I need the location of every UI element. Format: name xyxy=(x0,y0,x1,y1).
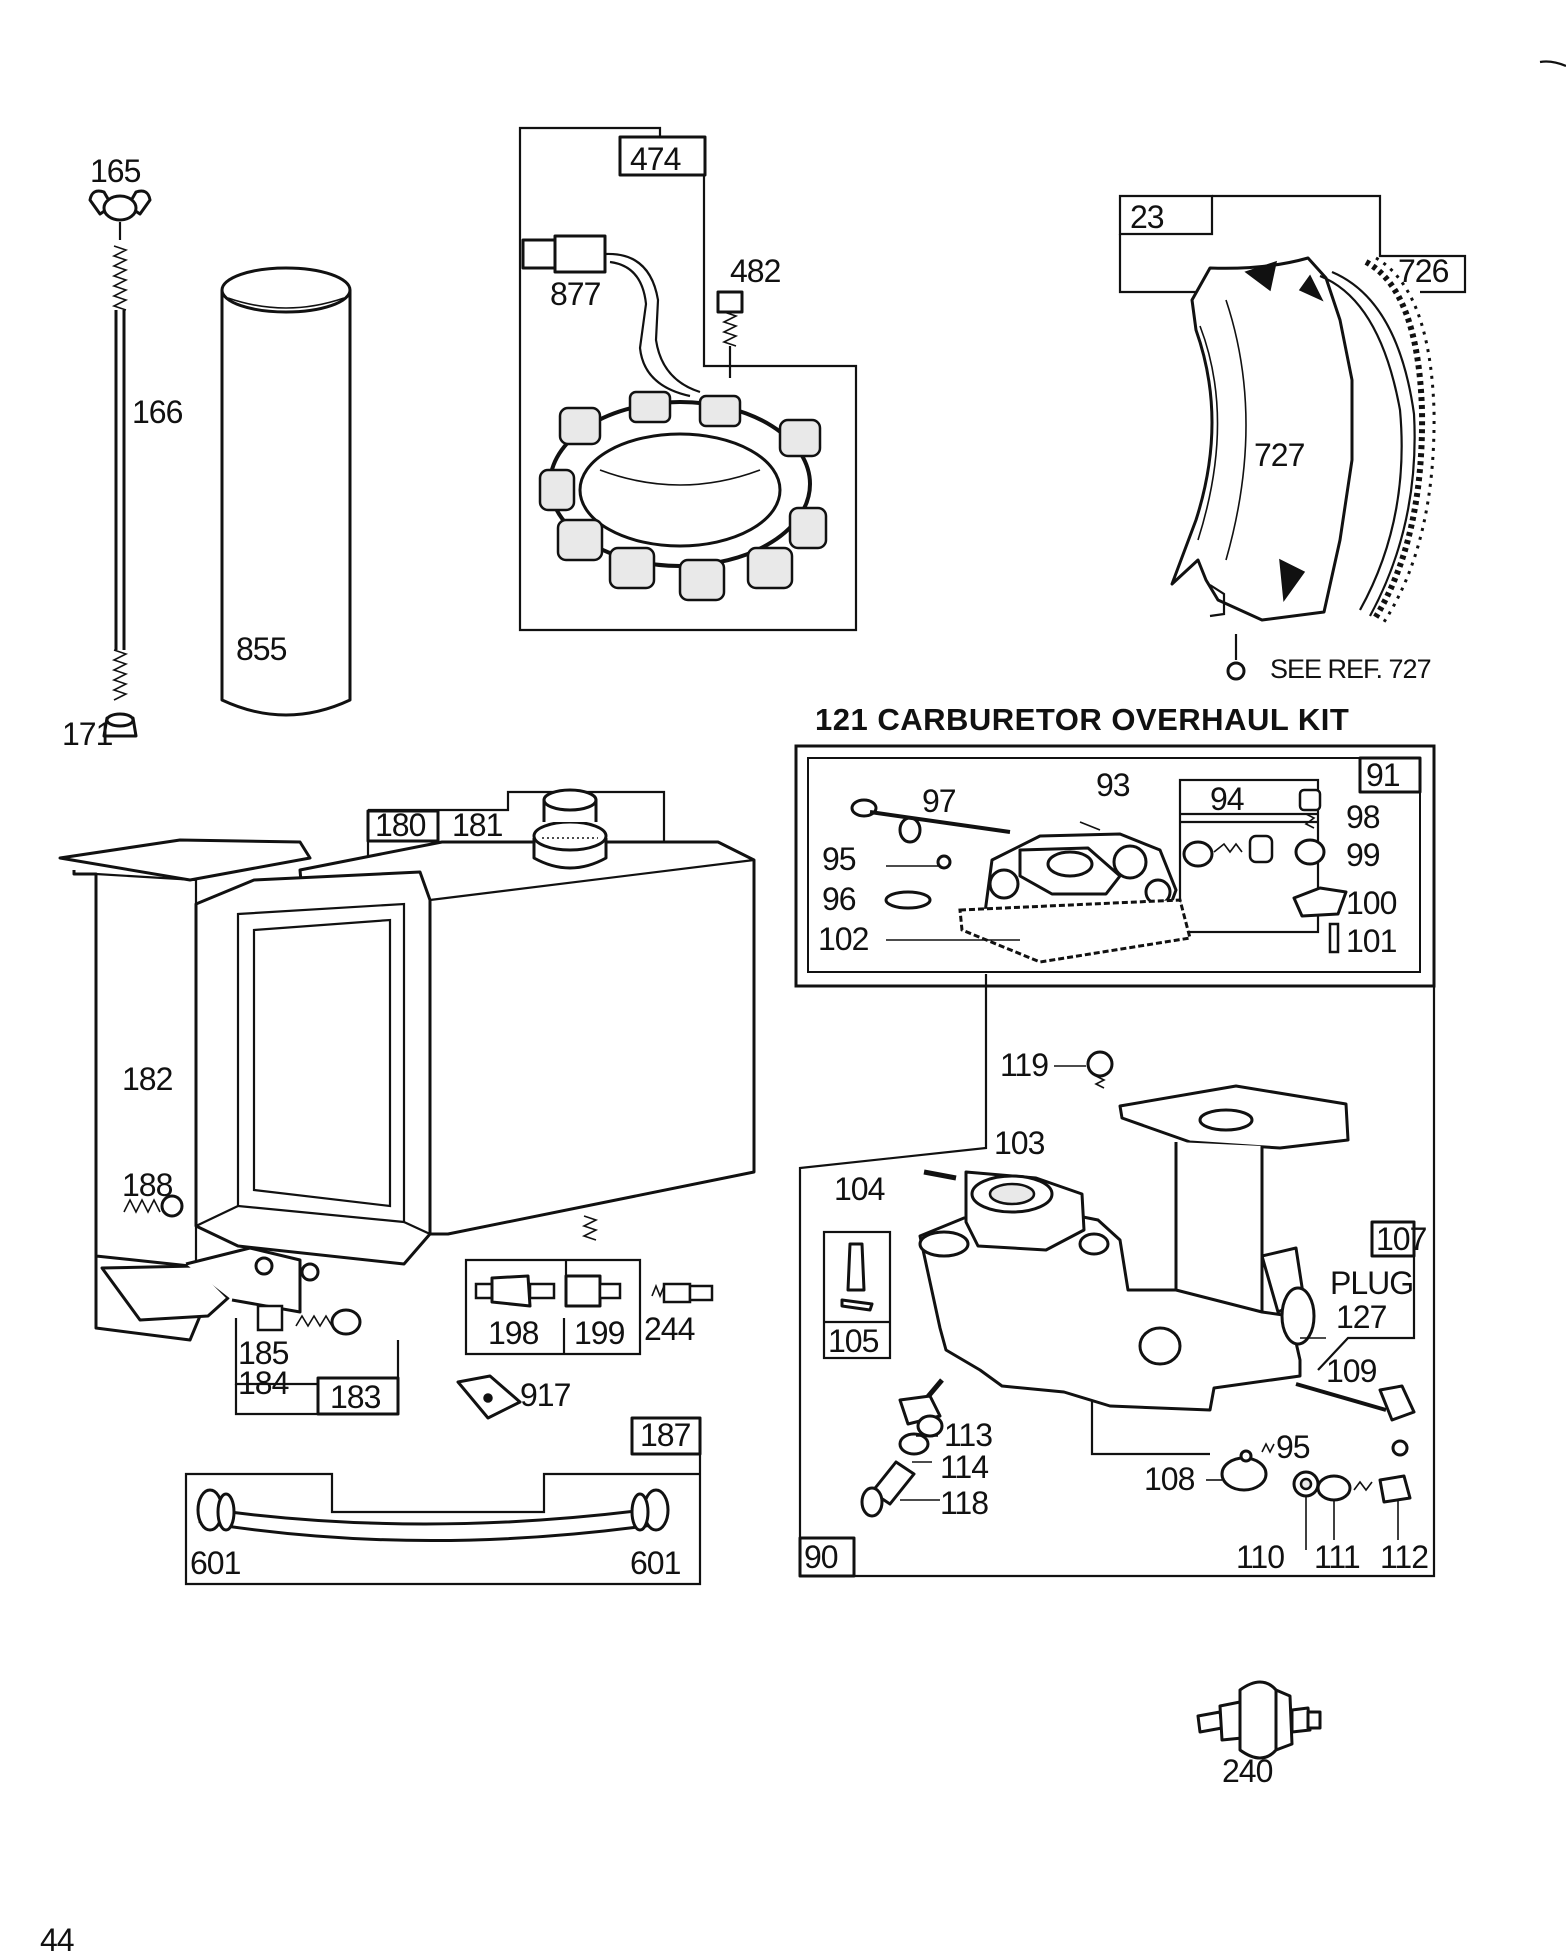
label-104: 104 xyxy=(834,1171,885,1207)
carburetor-kit-title: 121 CARBURETOR OVERHAUL KIT xyxy=(815,702,1349,737)
label-102: 102 xyxy=(818,921,869,957)
label-482: 482 xyxy=(730,253,781,289)
plug-label: PLUG xyxy=(1330,1265,1413,1301)
label-917: 917 xyxy=(520,1377,571,1413)
label-855: 855 xyxy=(236,631,287,667)
label-181: 181 xyxy=(452,807,503,843)
label-726: 726 xyxy=(1398,253,1449,289)
label-113: 113 xyxy=(944,1417,992,1453)
corner-mark xyxy=(1539,60,1566,68)
label-601-left: 601 xyxy=(190,1545,241,1581)
label-111: 111 xyxy=(1314,1539,1360,1575)
hose-187 xyxy=(184,1416,702,1586)
label-601-right: 601 xyxy=(630,1545,681,1581)
label-93: 93 xyxy=(1096,767,1130,803)
screw-188 xyxy=(123,1194,184,1218)
sleeve-855 xyxy=(220,266,352,717)
label-188: 188 xyxy=(122,1167,173,1203)
label-95-bottom: 95 xyxy=(1276,1429,1310,1465)
label-166: 166 xyxy=(132,394,183,430)
label-107: 107 xyxy=(1376,1221,1427,1257)
label-99: 99 xyxy=(1346,837,1380,873)
rod-assembly xyxy=(88,189,152,738)
label-95-top: 95 xyxy=(822,841,856,877)
carburetor-body-box xyxy=(798,974,1436,1578)
label-98: 98 xyxy=(1346,799,1380,835)
label-101: 101 xyxy=(1346,923,1397,959)
label-199: 199 xyxy=(574,1315,625,1351)
see-ref-note: SEE REF. 727 xyxy=(1270,654,1431,684)
label-184: 184 xyxy=(238,1365,289,1401)
label-165: 165 xyxy=(90,153,141,189)
fittings-198-199 xyxy=(464,1258,714,1356)
label-112: 112 xyxy=(1380,1539,1428,1575)
label-110: 110 xyxy=(1236,1539,1284,1575)
label-127: 127 xyxy=(1336,1299,1387,1335)
carburetor-kit-box xyxy=(794,744,1436,988)
label-198: 198 xyxy=(488,1315,539,1351)
label-877: 877 xyxy=(550,276,601,312)
label-244: 244 xyxy=(644,1311,695,1347)
label-182: 182 xyxy=(122,1061,173,1097)
label-96: 96 xyxy=(822,881,856,917)
label-727: 727 xyxy=(1254,437,1305,473)
label-105: 105 xyxy=(828,1323,879,1359)
label-474: 474 xyxy=(630,141,681,177)
label-94: 94 xyxy=(1210,781,1244,817)
label-108: 108 xyxy=(1144,1461,1195,1497)
label-109: 109 xyxy=(1326,1353,1377,1389)
filter-240 xyxy=(1196,1680,1322,1760)
label-91: 91 xyxy=(1366,757,1400,793)
label-187: 187 xyxy=(640,1417,691,1453)
label-118: 118 xyxy=(940,1485,988,1521)
clip-917 xyxy=(456,1374,522,1420)
label-183: 183 xyxy=(330,1379,381,1415)
label-100: 100 xyxy=(1346,885,1397,921)
label-103: 103 xyxy=(994,1125,1045,1161)
label-171: 171 xyxy=(62,716,113,752)
page-number: 44 xyxy=(40,1922,74,1951)
label-90: 90 xyxy=(804,1539,838,1575)
label-185: 185 xyxy=(238,1335,289,1371)
frame-183 xyxy=(194,870,432,1416)
label-180: 180 xyxy=(375,807,426,843)
label-240: 240 xyxy=(1222,1753,1273,1789)
label-114: 114 xyxy=(940,1449,988,1485)
label-23: 23 xyxy=(1130,199,1164,235)
stator-474 xyxy=(518,126,858,632)
label-97: 97 xyxy=(922,783,956,819)
flywheel-23 xyxy=(1118,194,1467,681)
label-119: 119 xyxy=(1000,1047,1048,1083)
